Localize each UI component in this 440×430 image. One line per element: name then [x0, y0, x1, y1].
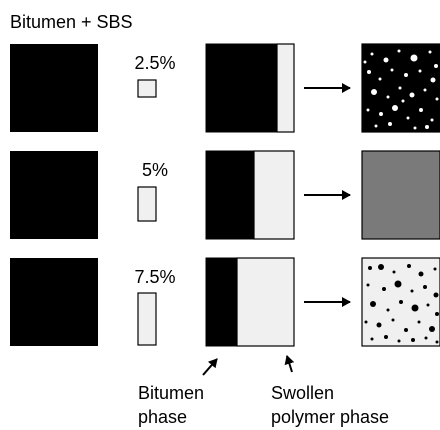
polymer-droplet-5	[428, 50, 432, 54]
bitumen-droplet-9	[394, 280, 402, 288]
polymer-droplet-24	[430, 118, 434, 122]
polymer-droplet-9	[390, 68, 394, 72]
percent-label-row-1: 2.5%	[134, 53, 176, 73]
bitumen-droplet-23	[417, 320, 421, 324]
bitumen-block-row-3	[10, 258, 98, 346]
bitumen-phase-label-line-2: phase	[138, 407, 188, 427]
polymer-droplet-25	[374, 124, 378, 128]
polymer-droplet-2	[383, 57, 389, 63]
bitumen-droplet-12	[433, 292, 439, 298]
bitumen-droplet-29	[424, 336, 428, 340]
polymer-droplet-10	[404, 73, 408, 77]
bitumen-droplet-15	[399, 300, 403, 304]
polymer-portion-row-1	[276, 43, 295, 133]
polymer-droplet-22	[406, 116, 410, 120]
bitumen-droplet-5	[418, 271, 424, 277]
bitumen-droplet-28	[411, 338, 415, 342]
bitumen-droplet-4	[407, 264, 411, 268]
polymer-phase-label-line-2: polymer phase	[271, 407, 390, 427]
bitumen-phase-label-line-1: Bitumen	[138, 383, 205, 403]
bitumen-droplet-8	[382, 287, 386, 291]
bitumen-droplet-7	[366, 283, 370, 287]
bitumen-droplet-30	[435, 340, 439, 344]
polymer-portion-row-3	[236, 257, 295, 347]
bitumen-droplet-24	[429, 326, 435, 332]
polymer-droplet-13	[371, 89, 377, 95]
bitumen-droplet-27	[397, 339, 401, 343]
polymer-phase-label-line-1: Swollen	[271, 383, 335, 403]
bitumen-droplet-18	[435, 312, 439, 316]
percent-label-row-2: 5%	[141, 160, 168, 180]
bitumen-droplet-25	[370, 337, 374, 341]
polymer-droplet-8	[378, 77, 382, 81]
polymer-droplet-16	[409, 92, 415, 98]
polymer-droplet-1	[370, 52, 374, 56]
bitumen-droplet-26	[384, 335, 388, 339]
bitumen-block-row-1	[10, 44, 98, 132]
polymer-droplet-29	[401, 99, 405, 103]
bitumen-droplet-22	[404, 328, 408, 332]
bitumen-droplet-16	[411, 304, 419, 312]
polymer-droplet-3	[397, 49, 401, 53]
polymer-droplet-14	[386, 95, 390, 99]
percent-label-row-3: 7.5%	[134, 267, 176, 287]
polymer-block-row-3	[137, 292, 157, 346]
polymer-droplet-26	[388, 122, 392, 126]
polymer-droplet-4	[410, 54, 418, 62]
polymer-droplet-7	[367, 70, 371, 74]
polymer-droplet-6	[434, 64, 438, 68]
bitumen-block-row-2	[10, 151, 98, 239]
bitumen-droplet-19	[364, 320, 368, 324]
polymer-droplet-21	[392, 105, 398, 111]
polymer-droplet-17	[423, 88, 427, 92]
morphology-block-row-2	[361, 150, 440, 240]
polymer-droplet-19	[366, 108, 370, 112]
bitumen-droplet-21	[391, 318, 395, 322]
polymer-droplet-23	[419, 108, 423, 112]
polymer-portion-row-2	[253, 150, 295, 240]
polymer-block-row-2	[137, 186, 157, 222]
polymer-block-row-1	[137, 79, 157, 98]
polymer-droplet-28	[425, 125, 429, 129]
polymer-droplet-12	[430, 77, 436, 83]
polymer-droplet-20	[379, 112, 383, 116]
bitumen-droplet-11	[423, 285, 427, 289]
diagram-title: Bitumen + SBS	[10, 12, 133, 32]
bitumen-droplet-13	[370, 301, 376, 307]
bitumen-droplet-6	[433, 267, 437, 271]
bitumen-droplet-14	[386, 308, 390, 312]
polymer-droplet-18	[435, 97, 439, 101]
polymer-droplet-30	[363, 60, 367, 64]
bitumen-droplet-20	[376, 322, 382, 328]
polymer-droplet-27	[413, 126, 417, 130]
polymer-droplet-11	[418, 69, 422, 73]
bitumen-droplet-2	[378, 264, 384, 270]
polymer-droplets-row-1	[363, 49, 439, 130]
bitumen-droplets-row-3	[364, 264, 439, 344]
bitumen-droplet-1	[368, 266, 372, 270]
bitumen-droplet-10	[410, 289, 414, 293]
bitumen-droplet-17	[426, 303, 430, 307]
polymer-phase-pointer	[284, 355, 295, 373]
bitumen-phase-pointer	[202, 358, 218, 376]
polymer-droplet-15	[398, 86, 402, 90]
bitumen-droplet-3	[392, 270, 396, 274]
